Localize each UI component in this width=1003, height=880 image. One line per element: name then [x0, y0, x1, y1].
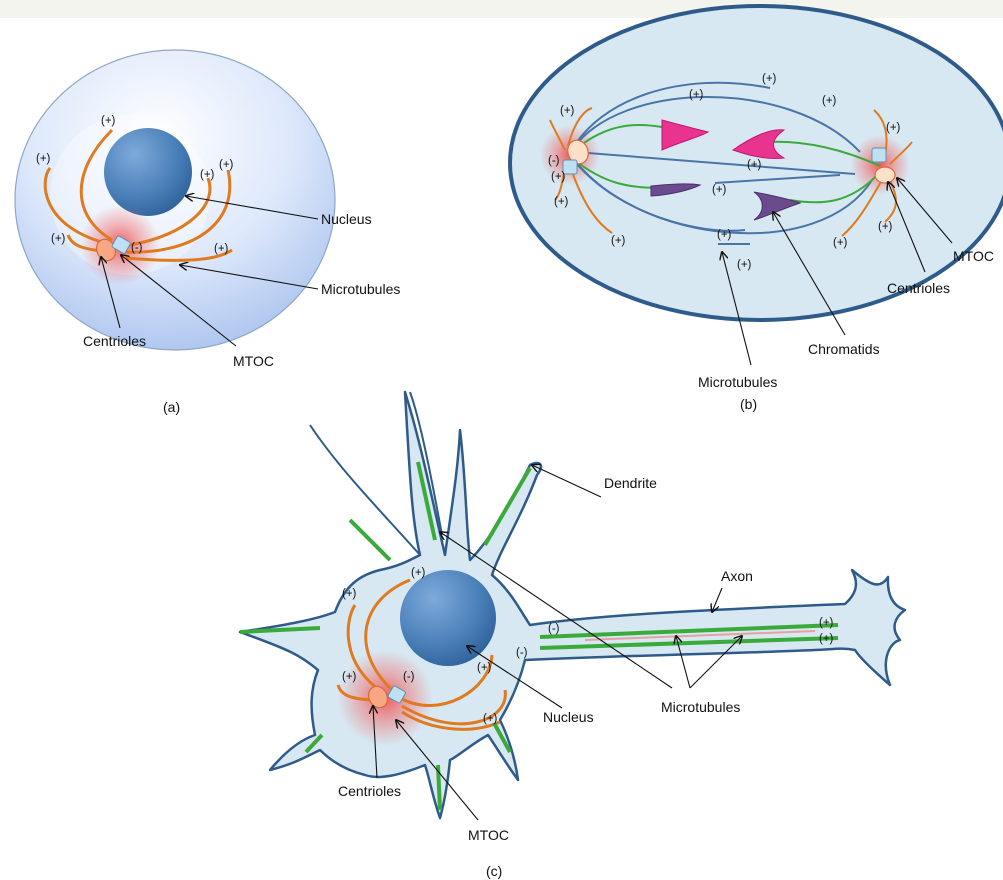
plus-label: (+)	[886, 122, 901, 134]
plus-label: (+)	[200, 169, 215, 181]
nucleus-a	[104, 128, 192, 216]
plus-label: (+)	[554, 196, 569, 208]
mtoc-label-a: MTOC	[233, 353, 274, 369]
caption-a: (a)	[163, 399, 180, 415]
plus-label: (+)	[819, 617, 834, 629]
microtubules-label-c: Microtubules	[661, 699, 740, 715]
plus-label: (+)	[712, 184, 727, 196]
panel-c: (+) (+) (+) (+) (-) (+) (-) (-) (+) (+) …	[240, 392, 905, 879]
plus-label: (+)	[214, 243, 229, 255]
plus-label: (+)	[342, 671, 357, 683]
plus-label: (+)	[878, 221, 893, 233]
caption-c: (c)	[486, 863, 502, 879]
plus-label: (+)	[411, 567, 426, 579]
nucleus-c	[400, 570, 496, 666]
centrioles-label-c: Centrioles	[338, 783, 401, 799]
panel-b: (+) (+) (+) (+) (+) (-) (+) (+) (+) (+) …	[510, 6, 1003, 412]
plus-label: (+)	[822, 95, 837, 107]
panel-a: (+) (+) (+) (+) (+) (+) (-) Nucleus Micr…	[15, 50, 400, 415]
plus-label: (+)	[689, 89, 704, 101]
plus-label: (+)	[36, 153, 51, 165]
chromatids-label-b: Chromatids	[808, 341, 880, 357]
plus-label: (+)	[342, 588, 357, 600]
microtubules-label-b: Microtubules	[698, 374, 777, 390]
minus-label: (-)	[548, 623, 560, 635]
plus-label: (+)	[101, 115, 116, 127]
plus-label: (+)	[51, 233, 66, 245]
plus-label: (+)	[551, 171, 566, 183]
plus-label: (+)	[762, 73, 777, 85]
minus-label: (-)	[131, 242, 143, 254]
plus-label: (+)	[819, 633, 834, 645]
plus-label: (+)	[747, 159, 762, 171]
plus-label: (+)	[560, 105, 575, 117]
plus-label: (+)	[737, 259, 752, 271]
plus-label: (+)	[483, 713, 498, 725]
mtoc-label-b: MTOC	[953, 248, 994, 264]
plus-label: (+)	[717, 229, 732, 241]
minus-label: (-)	[403, 671, 415, 683]
axon-label-c: Axon	[721, 568, 753, 584]
plus-label: (+)	[219, 159, 234, 171]
neuron-body	[240, 392, 905, 818]
minus-label: (-)	[548, 155, 560, 167]
plus-label: (+)	[477, 662, 492, 674]
mtoc-label-c: MTOC	[468, 827, 509, 843]
nucleus-label-c: Nucleus	[543, 709, 594, 725]
minus-label: (-)	[516, 647, 528, 659]
plus-label: (+)	[833, 237, 848, 249]
dendrite-label-c: Dendrite	[604, 475, 657, 491]
caption-b: (b)	[740, 396, 757, 412]
nucleus-label-a: Nucleus	[321, 211, 372, 227]
plus-label: (+)	[611, 235, 626, 247]
centriole-b-right-2	[875, 167, 895, 183]
microtubules-label-a: Microtubules	[321, 281, 400, 297]
centriole-b-right-1	[872, 148, 886, 162]
centrioles-label-b: Centrioles	[887, 280, 950, 296]
centrioles-label-a: Centrioles	[83, 333, 146, 349]
